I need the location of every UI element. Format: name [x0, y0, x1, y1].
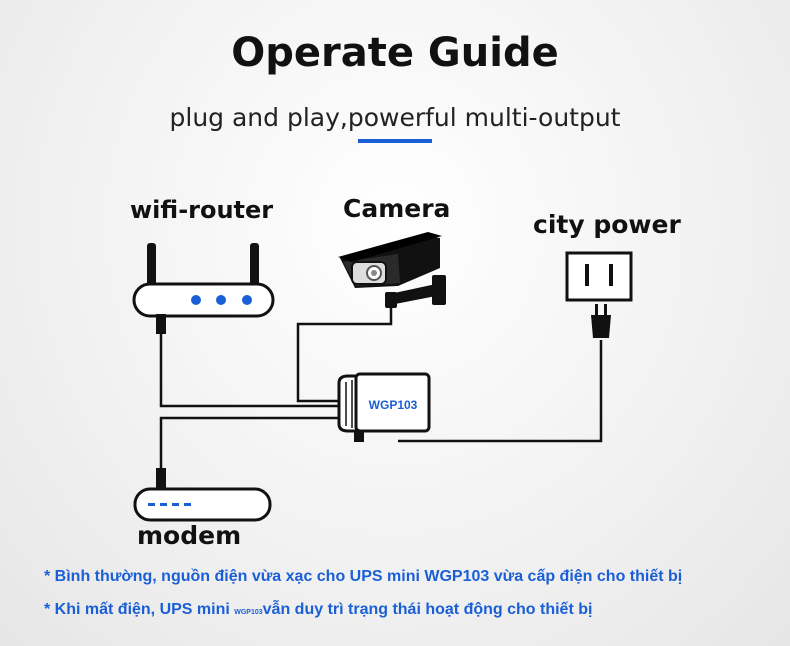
page-title: Operate Guide — [231, 30, 559, 76]
modem-icon — [133, 468, 272, 522]
cables — [159, 306, 603, 470]
ups-label: WGP103 — [369, 398, 418, 412]
wall-socket-icon — [565, 251, 633, 302]
city-power-label: city power — [533, 210, 681, 239]
power-cable — [398, 340, 603, 443]
note-normal-operation: * Bình thường, nguồn điện vừa xạc cho UP… — [44, 568, 683, 585]
camera-cable — [296, 306, 393, 403]
note-power-outage-end: vẫn duy trì trạng thái hoạt động cho thi… — [262, 601, 593, 618]
subtitle-underline — [358, 139, 432, 143]
modem-label: modem — [137, 521, 242, 550]
modem-cable — [159, 416, 342, 470]
router-label: wifi-router — [130, 196, 274, 224]
note-power-outage: * Khi mất điện, UPS mini WGP103vẫn duy t… — [44, 601, 592, 619]
page-subtitle: plug and play,powerful multi-output — [169, 103, 621, 132]
power-plug-icon — [591, 304, 611, 338]
cctv-camera-icon — [338, 232, 446, 308]
router-cable — [159, 318, 342, 408]
ups-box-icon: WGP103 — [337, 372, 431, 442]
note-power-outage-start: * Khi mất điện, UPS mini — [44, 601, 235, 618]
wifi-router-icon — [132, 243, 275, 334]
note-power-outage-model: WGP103 — [234, 609, 263, 616]
camera-label: Camera — [343, 194, 451, 223]
